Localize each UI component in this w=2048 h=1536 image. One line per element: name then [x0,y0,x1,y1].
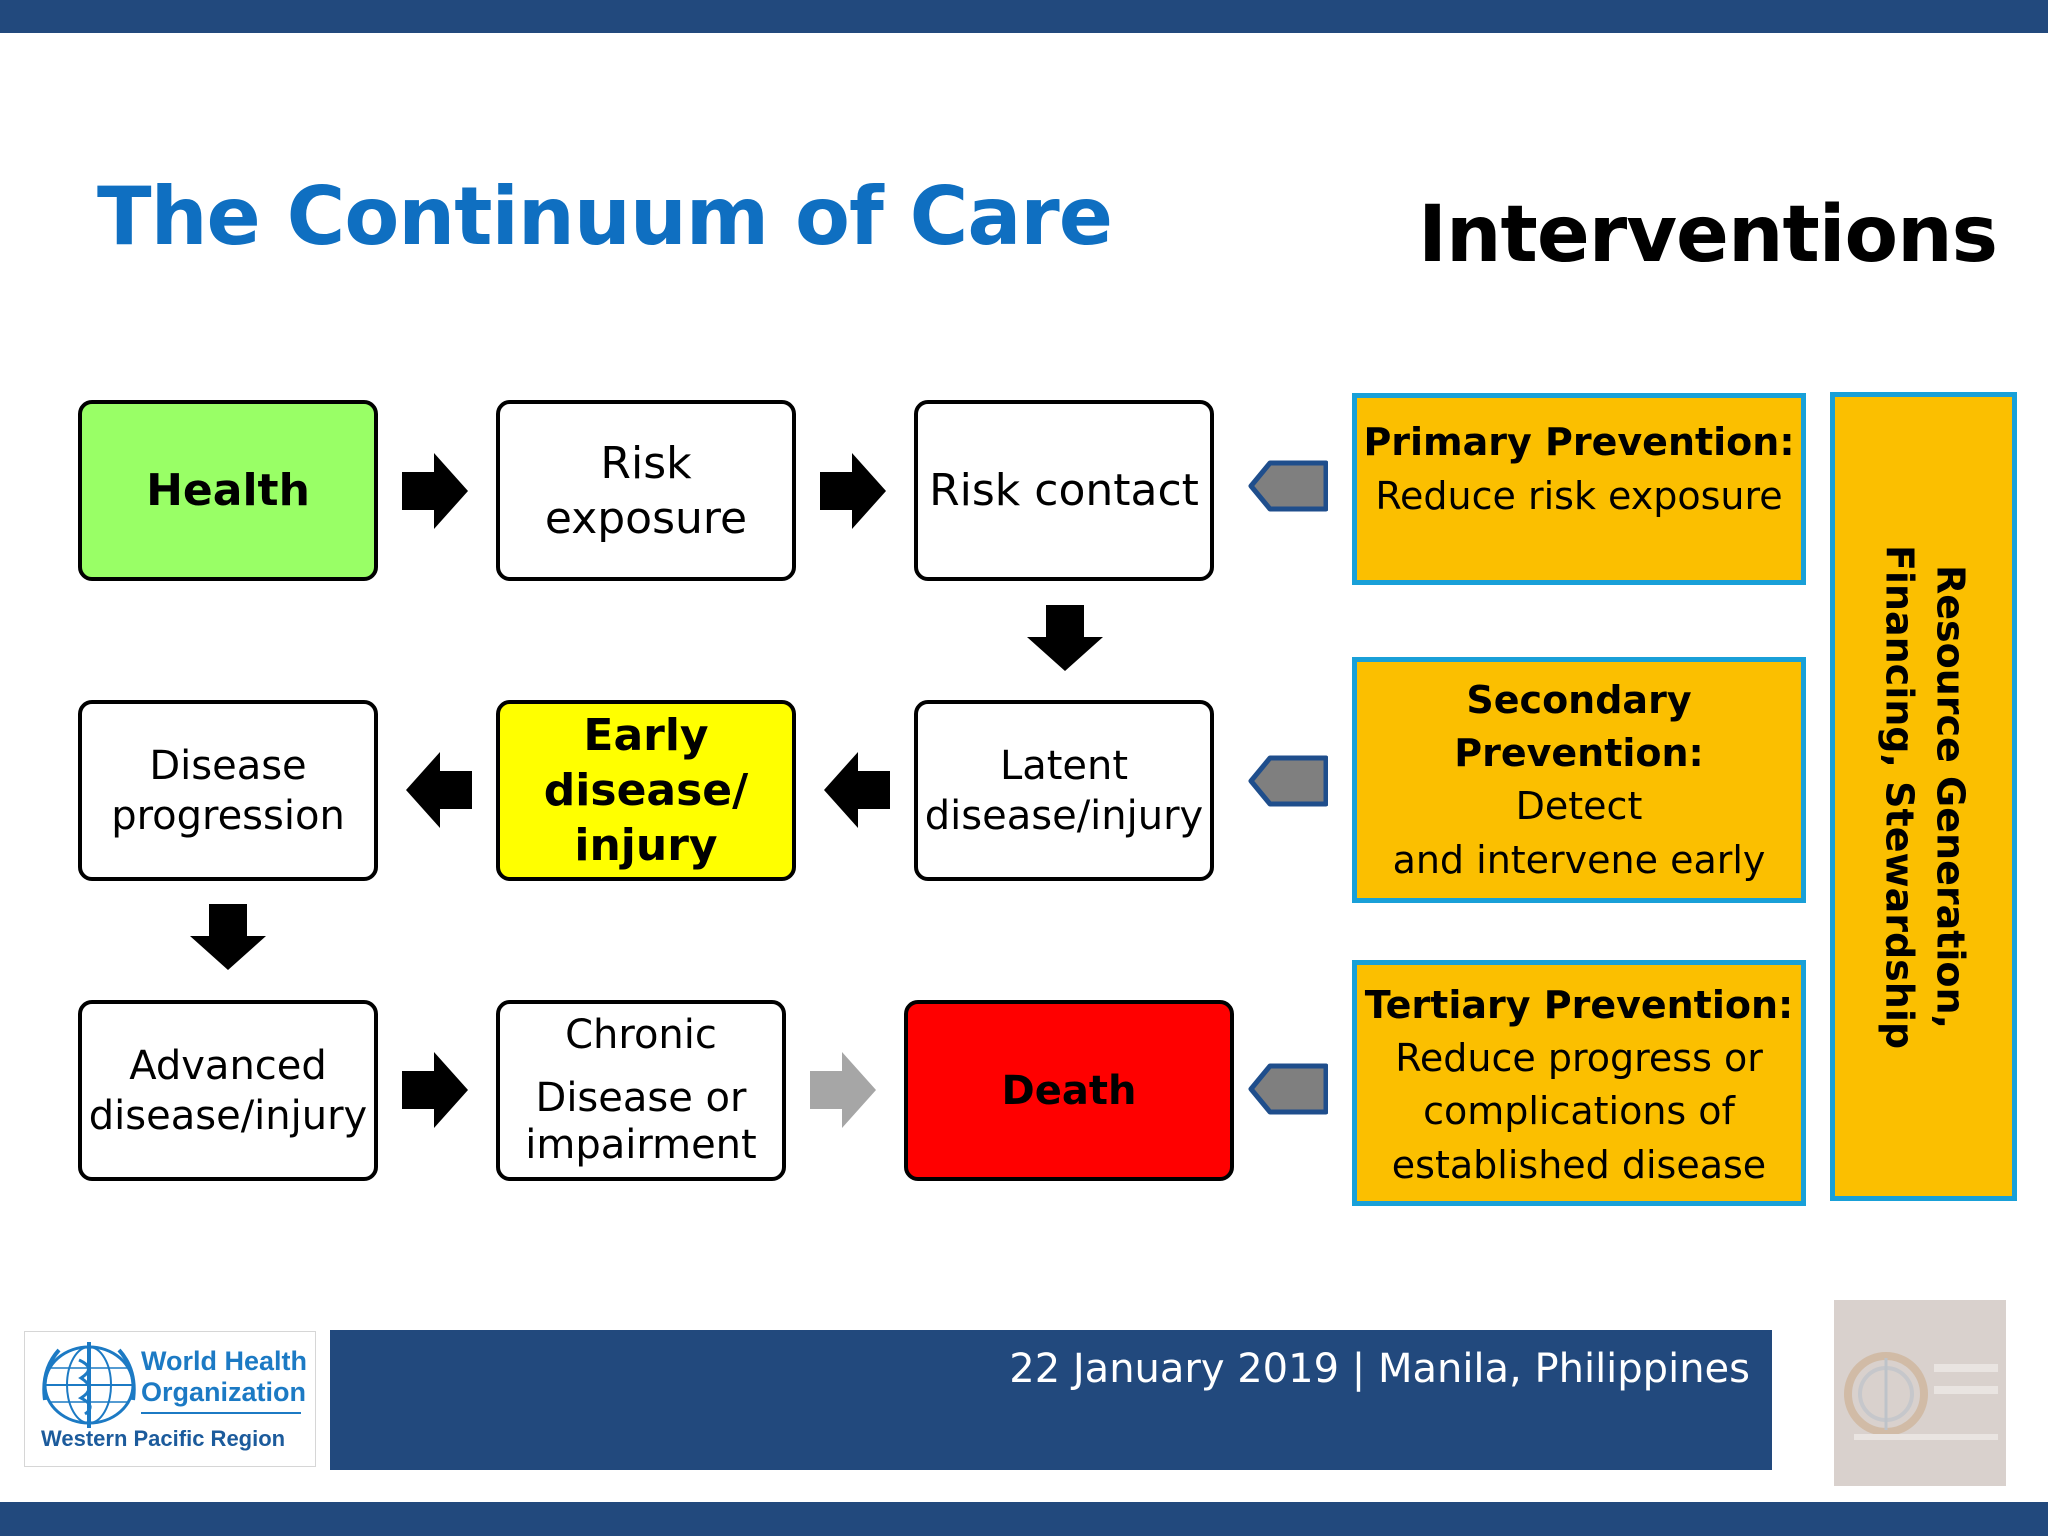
footer-date-location: 22 January 2019 | Manila, Philippines [1009,1346,1750,1392]
slide-title: The Continuum of Care [97,170,1113,263]
chronic-disease-box: Chronic Disease or impairment [496,1000,786,1181]
tertiary-prevention-line-2: complications of [1423,1089,1735,1134]
who-emblem-icon [42,1342,136,1428]
risk-contact-label: Risk contact [929,465,1199,516]
resource-generation-box: Resource Generation, Financing, Stewards… [1830,392,2017,1201]
secondary-prevention-box: Secondary Prevention: Detect and interve… [1352,657,1806,903]
latent-disease-line-2: disease/injury [924,792,1204,839]
primary-prevention-line-1: Reduce risk exposure [1375,473,1783,518]
disease-progression-line-1: Disease [149,742,307,789]
early-disease-box: Early disease/ injury [496,700,796,881]
arrow-right-advanced-to-chronic-icon [402,1052,468,1128]
risk-exposure-box: Risk exposure [496,400,796,581]
arrow-down-progression-to-advanced-icon [190,904,266,970]
arrow-left-latent-to-early-icon [824,752,890,828]
secondary-prevention-line-2: and intervene early [1392,837,1766,882]
advanced-disease-line-1: Advanced [129,1042,327,1089]
risk-exposure-line-2: exposure [544,492,748,544]
who-logo-region: Western Pacific Region [41,1426,286,1451]
chronic-disease-line-2: Disease or [535,1074,747,1121]
arrow-right-chronic-to-death-icon [810,1052,876,1128]
pointer-secondary-icon [1248,755,1328,807]
advanced-disease-line-2: disease/injury [88,1092,368,1139]
faded-who-logo [1834,1300,2006,1486]
resource-generation-line-2: Financing, Stewardship [1876,544,1921,1049]
advanced-disease-box: Advanced disease/injury [78,1000,378,1181]
who-logo-line-1: World Health [141,1346,308,1376]
faded-who-emblem-icon [1844,1352,1998,1440]
chronic-disease-line-3: impairment [525,1122,757,1169]
tertiary-prevention-heading: Tertiary Prevention: [1364,983,1794,1027]
tertiary-prevention-box: Tertiary Prevention: Reduce progress or … [1352,960,1806,1206]
top-band [0,0,2048,33]
pointer-tertiary-icon [1248,1063,1328,1115]
risk-contact-box: Risk contact [914,400,1214,581]
primary-prevention-box: Primary Prevention: Reduce risk exposure [1352,393,1806,585]
resource-generation-text: Resource Generation, Financing, Stewards… [1872,407,1975,1187]
who-logo: World Health Organization Western Pacifi… [24,1331,316,1467]
early-disease-line-2: disease/ [543,765,749,816]
arrow-down-risk-contact-to-latent-icon [1027,605,1103,671]
secondary-prevention-heading-2: Prevention: [1454,731,1704,776]
disease-progression-box: Disease progression [78,700,378,881]
secondary-prevention-heading-1: Secondary [1466,678,1692,722]
who-logo-line-2: Organization [141,1377,307,1407]
arrow-right-health-to-risk-exposure-icon [402,453,468,529]
death-box: Death [904,1000,1234,1181]
early-disease-line-1: Early [583,710,709,761]
resource-generation-line-1: Resource Generation, [1927,564,1972,1029]
interventions-heading: Interventions [1418,190,1998,280]
death-label: Death [1001,1067,1137,1114]
who-logo-divider [141,1412,301,1414]
arrow-right-risk-exposure-to-risk-contact-icon [820,453,886,529]
health-box: Health [78,400,378,581]
latent-disease-box: Latent disease/injury [914,700,1214,881]
footer-band: 22 January 2019 | Manila, Philippines [330,1330,1772,1470]
risk-exposure-line-1: Risk [600,437,692,489]
chronic-disease-line-1: Chronic [565,1011,717,1058]
arrow-left-early-to-progression-icon [406,752,472,828]
tertiary-prevention-line-1: Reduce progress or [1395,1036,1763,1081]
secondary-prevention-line-1: Detect [1515,784,1643,829]
bottom-band [0,1502,2048,1536]
latent-disease-line-1: Latent [999,742,1129,789]
disease-progression-line-2: progression [111,792,345,839]
health-label: Health [146,465,310,516]
tertiary-prevention-line-3: established disease [1391,1142,1767,1187]
primary-prevention-heading: Primary Prevention: [1363,420,1795,464]
pointer-primary-icon [1248,460,1328,512]
early-disease-line-3: injury [574,820,718,871]
